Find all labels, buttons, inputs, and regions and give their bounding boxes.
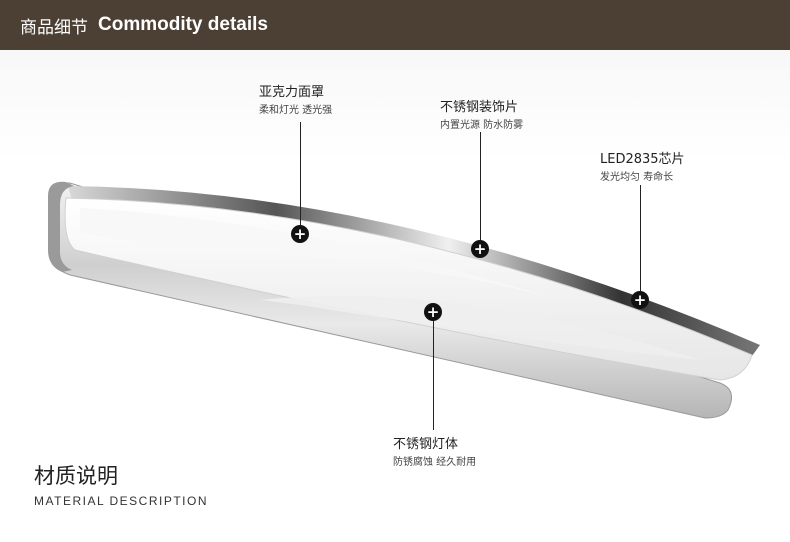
plus-icon[interactable]: + (631, 291, 649, 309)
material-section: 材质说明 MATERIAL DESCRIPTION (34, 460, 208, 508)
callout-line-acrylic (300, 122, 301, 234)
header-title-en: Commodity details (98, 14, 268, 35)
callout-led: LED2835芯片 发光均匀 寿命长 (600, 148, 685, 183)
callout-subtitle: 内置光源 防水防雾 (440, 120, 524, 131)
plus-icon[interactable]: + (471, 240, 489, 258)
callout-steel-trim: 不锈钢装饰片 内置光源 防水防雾 (440, 96, 523, 131)
plus-icon[interactable]: + (291, 225, 309, 243)
callout-line-steel-body (433, 318, 434, 430)
callout-subtitle: 柔和灯光 透光强 (259, 105, 333, 116)
callout-subtitle: 防锈腐蚀 经久耐用 (393, 457, 477, 468)
header-bar: 商品细节 Commodity details (0, 0, 790, 50)
callout-title: 不锈钢灯体 (393, 437, 459, 452)
callout-subtitle: 发光均匀 寿命长 (600, 172, 674, 183)
callout-title: LED2835芯片 (600, 152, 685, 167)
callout-title: 亚克力面罩 (259, 85, 325, 100)
callout-acrylic: 亚克力面罩 柔和灯光 透光强 (259, 81, 332, 116)
plus-icon[interactable]: + (424, 303, 442, 321)
material-title-en: MATERIAL DESCRIPTION (34, 494, 209, 508)
callout-line-led (640, 185, 641, 300)
callout-line-steel-trim (480, 132, 481, 248)
header-title-cn: 商品细节 (20, 17, 88, 38)
material-title-cn: 材质说明 (34, 464, 118, 488)
callout-title: 不锈钢装饰片 (440, 100, 519, 115)
callout-steel-body: 不锈钢灯体 防锈腐蚀 经久耐用 (393, 433, 476, 468)
